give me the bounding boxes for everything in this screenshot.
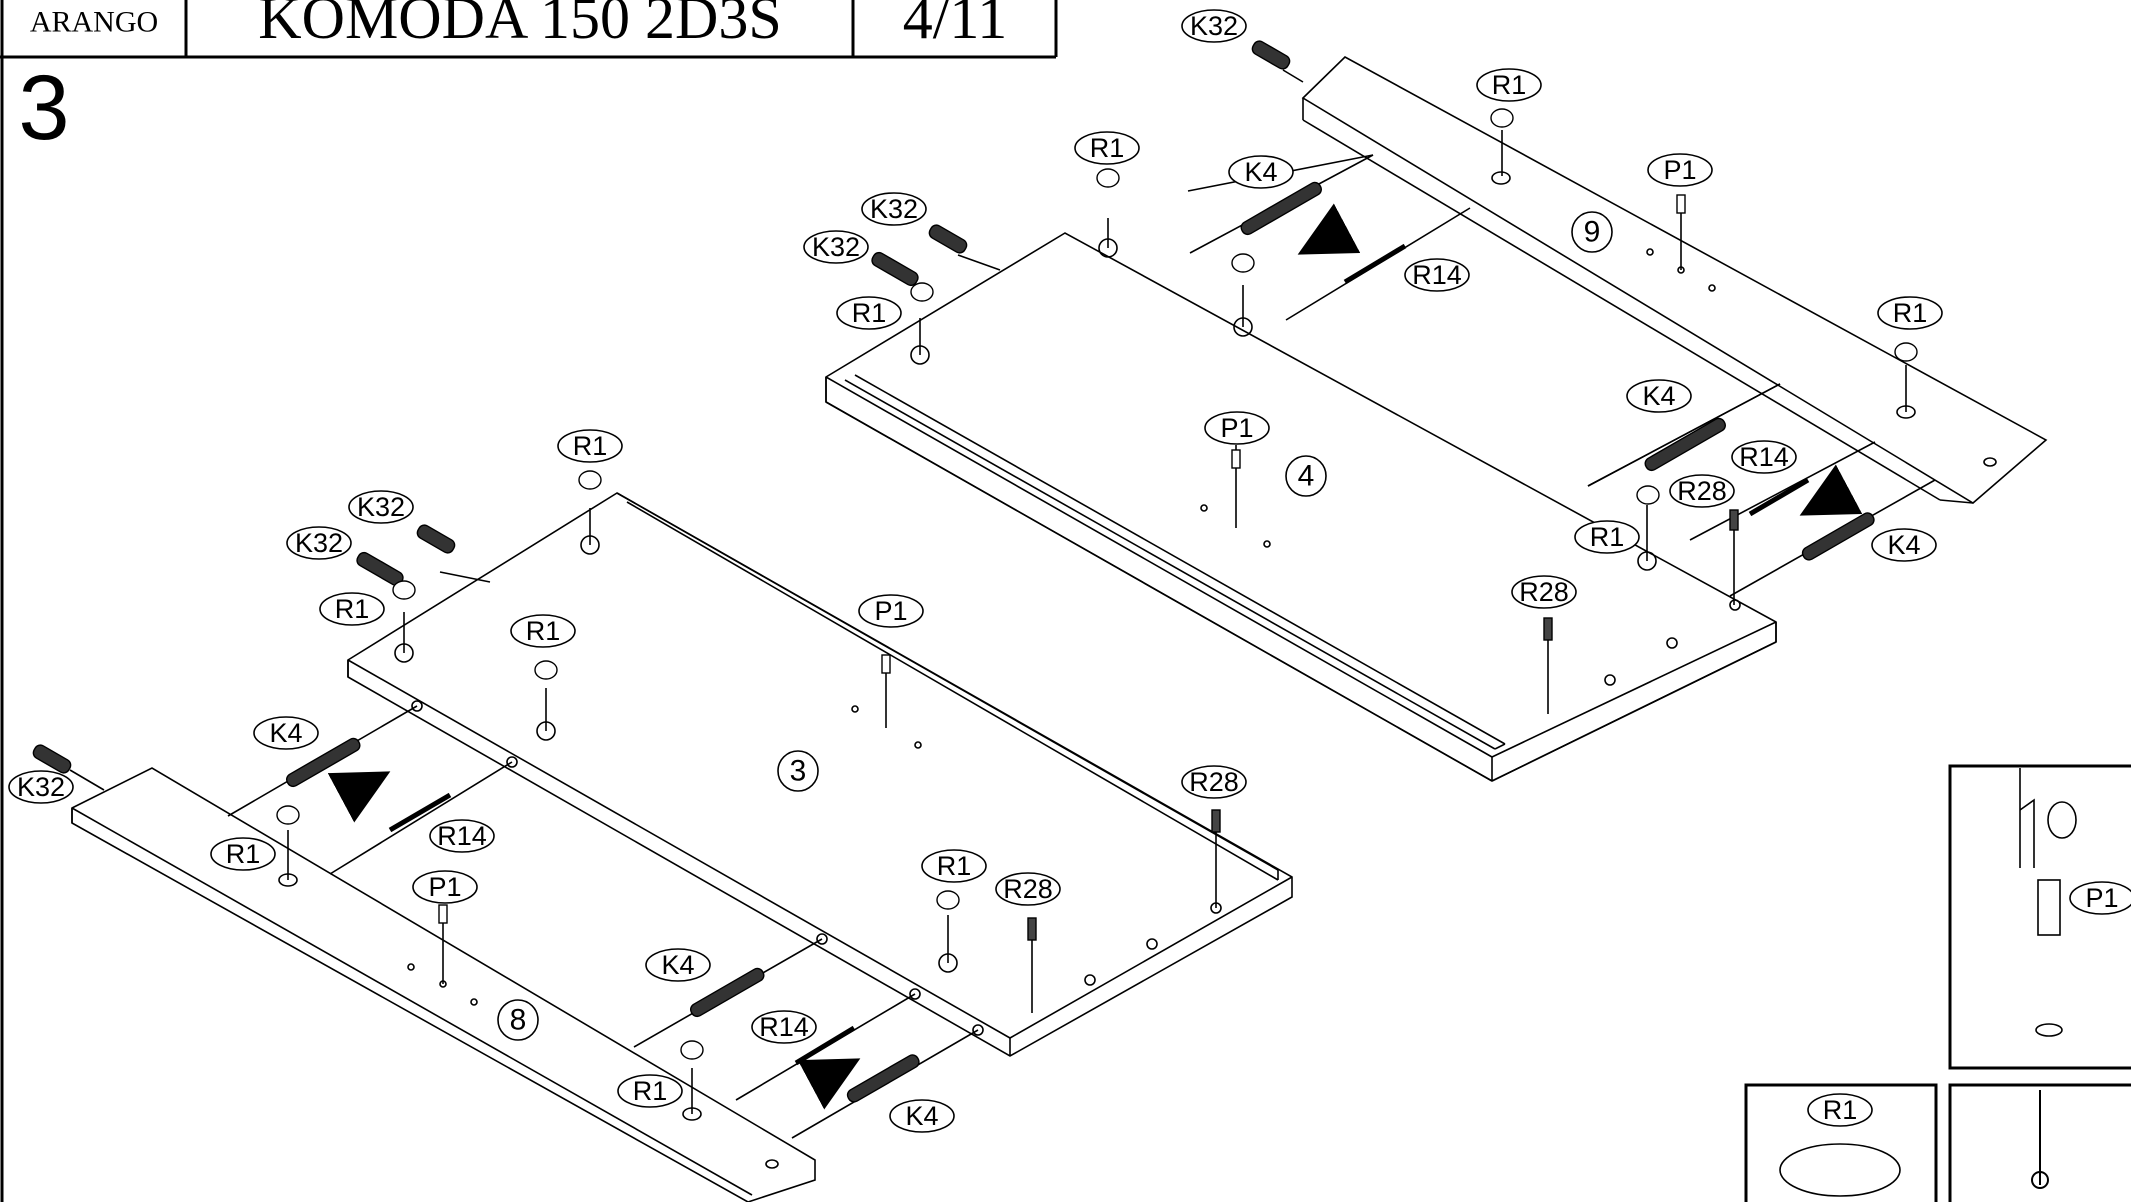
detail-inset-screwdriver <box>1948 1083 2131 1202</box>
svg-text:P1: P1 <box>1663 155 1696 185</box>
svg-text:R1: R1 <box>1090 133 1125 163</box>
fittings <box>32 40 1918 1103</box>
svg-text:R14: R14 <box>759 1012 809 1042</box>
callout-p1: P1 <box>1647 153 1713 187</box>
callout-r14: R14 <box>429 819 495 853</box>
callout-p1: P1 <box>858 594 924 628</box>
brand-label: ARANGO <box>30 6 158 39</box>
svg-text:R1: R1 <box>1492 70 1527 100</box>
product-title: KOMODA 150 2D3S <box>258 0 781 51</box>
svg-text:R1: R1 <box>852 298 887 328</box>
callout-r28: R28 <box>995 872 1061 906</box>
panel-number-4: 4 <box>1285 455 1327 497</box>
svg-text:R1: R1 <box>573 431 608 461</box>
callout-r1: R1 <box>1807 1093 1873 1127</box>
callout-r1: R1 <box>836 296 902 330</box>
callout-k4: K4 <box>1871 528 1937 562</box>
svg-text:R1: R1 <box>1823 1095 1858 1125</box>
svg-text:K4: K4 <box>661 950 694 980</box>
svg-text:R1: R1 <box>226 839 261 869</box>
callout-k32: K32 <box>1181 9 1247 43</box>
callout-r1: R1 <box>1574 520 1640 554</box>
svg-text:P1: P1 <box>1220 413 1253 443</box>
callout-p1: P1 <box>412 870 478 904</box>
callout-r1: R1 <box>210 837 276 871</box>
callout-r14: R14 <box>1404 258 1470 292</box>
svg-text:R28: R28 <box>1677 476 1727 506</box>
panel-number-8: 8 <box>497 999 539 1041</box>
callout-r1: R1 <box>557 429 623 463</box>
callout-r28: R28 <box>1669 474 1735 508</box>
svg-text:K32: K32 <box>1190 11 1238 41</box>
svg-text:3: 3 <box>790 755 807 788</box>
panel-number-3: 3 <box>777 750 819 792</box>
panel-number-9: 9 <box>1571 211 1613 253</box>
svg-text:K4: K4 <box>269 718 302 748</box>
callout-k4: K4 <box>889 1099 955 1133</box>
svg-text:P1: P1 <box>428 872 461 902</box>
callout-r1: R1 <box>510 614 576 648</box>
svg-text:K32: K32 <box>812 232 860 262</box>
svg-text:R1: R1 <box>335 594 370 624</box>
svg-text:R1: R1 <box>1590 522 1625 552</box>
svg-text:R1: R1 <box>526 616 561 646</box>
step-number: 3 <box>18 57 69 159</box>
svg-text:K32: K32 <box>295 528 343 558</box>
callout-k4: K4 <box>1626 379 1692 413</box>
callout-r1: R1 <box>617 1074 683 1108</box>
callout-k32: K32 <box>861 192 927 226</box>
detail-inset-r1 <box>1744 1083 1938 1202</box>
svg-text:R1: R1 <box>1893 298 1928 328</box>
svg-text:4: 4 <box>1298 460 1315 493</box>
callout-k32: K32 <box>348 490 414 524</box>
svg-text:R14: R14 <box>1739 442 1789 472</box>
panel-9 <box>1301 56 2048 504</box>
callout-k32: K32 <box>803 230 869 264</box>
svg-text:P1: P1 <box>874 596 907 626</box>
svg-text:K32: K32 <box>870 194 918 224</box>
svg-text:R28: R28 <box>1189 767 1239 797</box>
callout-r1: R1 <box>319 592 385 626</box>
callout-r1: R1 <box>1476 68 1542 102</box>
svg-text:K4: K4 <box>905 1101 938 1131</box>
panel-3 <box>347 492 1293 1057</box>
svg-text:K4: K4 <box>1642 381 1675 411</box>
callout-k4: K4 <box>1228 155 1294 189</box>
callout-r1: R1 <box>921 849 987 883</box>
svg-text:K32: K32 <box>17 772 65 802</box>
svg-text:K32: K32 <box>357 492 405 522</box>
page-number: 4/11 <box>903 0 1007 51</box>
callout-k32: K32 <box>8 770 74 804</box>
svg-text:8: 8 <box>510 1004 527 1037</box>
callout-r14: R14 <box>751 1010 817 1044</box>
svg-text:P1: P1 <box>2085 883 2118 913</box>
direction-arrows <box>327 203 1863 1110</box>
detail-inset-p1 <box>1948 764 2131 1070</box>
callout-p1: P1 <box>1204 411 1270 445</box>
title-block <box>0 0 1058 1202</box>
svg-text:R28: R28 <box>1519 577 1569 607</box>
callout-r14: R14 <box>1731 440 1797 474</box>
callout-p1: P1 <box>2069 881 2131 915</box>
svg-text:9: 9 <box>1584 216 1601 249</box>
callout-k4: K4 <box>645 948 711 982</box>
svg-text:R28: R28 <box>1003 874 1053 904</box>
svg-text:K4: K4 <box>1244 157 1277 187</box>
svg-text:R1: R1 <box>937 851 972 881</box>
callout-r1: R1 <box>1877 296 1943 330</box>
callout-r28: R28 <box>1511 575 1577 609</box>
panel-4 <box>825 232 1777 782</box>
svg-text:R1: R1 <box>633 1076 668 1106</box>
callout-k4: K4 <box>253 716 319 750</box>
callout-r1: R1 <box>1074 131 1140 165</box>
svg-text:K4: K4 <box>1887 530 1920 560</box>
callout-k32: K32 <box>286 526 352 560</box>
callout-r28: R28 <box>1181 765 1247 799</box>
svg-text:R14: R14 <box>437 821 487 851</box>
svg-text:R14: R14 <box>1412 260 1462 290</box>
